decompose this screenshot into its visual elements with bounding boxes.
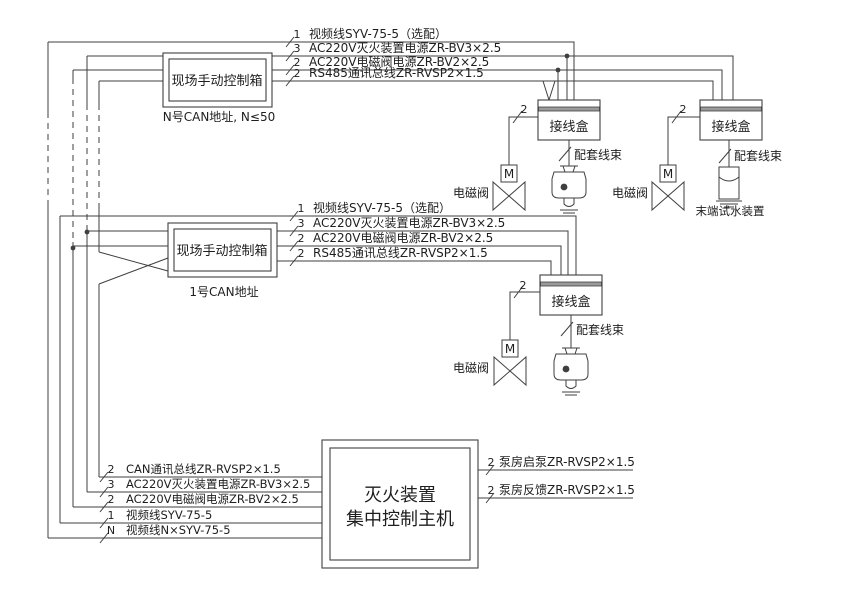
junction-dot: [555, 67, 561, 73]
wire-label: AC220V电磁阀电源ZR-BV2×2.5: [126, 492, 299, 506]
solenoid-valve-label-2: 电磁阀: [612, 185, 648, 200]
junction-box-1-label: 接线盒: [549, 119, 588, 135]
wire-label: AC220V灭火装置电源ZR-BV3×2.5: [313, 216, 505, 230]
wire-count: 3: [298, 217, 305, 230]
wire-label: RS485通讯总线ZR-RVSP2×1.5: [309, 66, 484, 80]
junction-box-3-label: 接线盒: [551, 294, 590, 310]
wire-count: 2: [108, 493, 115, 506]
main-controller-title-2: 集中控制主机: [346, 509, 454, 530]
junction-box-2-label: 接线盒: [711, 119, 750, 135]
main-right-labels: 2 泵房启泵ZR-RVSP2×1.5 2 泵房反馈ZR-RVSP2×1.5: [488, 454, 635, 497]
wire-count: 2: [298, 247, 305, 260]
wire-label: CAN通讯总线ZR-RVSP2×1.5: [126, 462, 281, 476]
wire-count: 2: [294, 67, 301, 80]
junction-box-3: 接线盒: [539, 274, 603, 316]
motor-letter: M: [504, 167, 514, 181]
wire-count: 2: [294, 56, 301, 69]
solenoid-valve-label-3: 电磁阀: [453, 360, 489, 375]
harness-label-3: 配套线束: [576, 323, 624, 337]
wire-count: 2: [488, 484, 495, 497]
motor-letter: M: [663, 167, 673, 181]
wire-label: AC220V电磁阀电源ZR-BV2×2.5: [313, 230, 493, 245]
junction-box-2: 接线盒: [699, 99, 763, 141]
branch-count-jb1: 2: [521, 103, 528, 116]
wire-label: 视频线SYV-75-5（选配）: [309, 26, 447, 41]
wire-label: 视频线SYV-75-5: [126, 508, 212, 522]
solenoid-valve-icon-2: M: [651, 164, 685, 211]
harness-label-2: 配套线束: [734, 149, 782, 163]
wire-count: 1: [298, 202, 305, 215]
junction-dot: [564, 53, 570, 59]
wire-label: 视频线N×SYV-75-5: [126, 523, 231, 537]
control-box-top-title: 现场手动控制箱: [171, 73, 262, 89]
main-controller-title-1: 灭火装置: [364, 485, 436, 506]
main-left-labels: 2 CAN通讯总线ZR-RVSP2×1.5 3 AC220V灭火装置电源ZR-B…: [107, 462, 310, 537]
wire-count: N: [107, 524, 115, 537]
main-controller-box: 灭火装置 集中控制主机: [321, 439, 479, 569]
wire-count: 1: [108, 509, 115, 522]
bus-vertical-lines: [47, 42, 100, 538]
water-cannon-icon-2: [553, 347, 589, 396]
top-run-labels: 1 视频线SYV-75-5（选配） 3 AC220V灭火装置电源ZR-BV3×2…: [294, 26, 502, 80]
wire-count: 3: [108, 478, 115, 491]
middle-run-wires: [60, 215, 577, 285]
junction-dot: [84, 229, 90, 235]
wire-count: 2: [108, 463, 115, 476]
end-test-device-label: 末端试水装置: [696, 204, 765, 218]
wire-label: 泵房启泵ZR-RVSP2×1.5: [499, 454, 635, 469]
bus-vertical-dashed-lines: [47, 78, 100, 242]
wire-label: RS485通讯总线ZR-RVSP2×1.5: [313, 246, 488, 260]
wire-label: AC220V灭火装置电源ZR-BV3×2.5: [126, 477, 310, 491]
control-box-top: 现场手动控制箱: [162, 52, 273, 108]
wire-count: 3: [294, 42, 301, 55]
wire-count-slashes: [99, 36, 732, 544]
main-left-wires: [48, 476, 322, 539]
main-right-wires: [478, 469, 633, 499]
control-box-middle-address: 1号CAN地址: [189, 285, 258, 299]
wire-count: 1: [294, 28, 301, 41]
solenoid-valve-icon-1: M: [492, 164, 526, 211]
motor-letter: M: [505, 342, 515, 356]
wire-count: 2: [488, 456, 495, 469]
end-test-device-icon: [715, 166, 743, 208]
solenoid-valve-icon-3: M: [493, 339, 527, 386]
harness-wires: [568, 140, 730, 348]
valve-branch-wires: [508, 116, 700, 340]
wire-label: AC220V灭火装置电源ZR-BV3×2.5: [309, 41, 501, 55]
wire-label: 视频线SYV-75-5（选配）: [313, 200, 451, 215]
water-cannon-icon-1: [551, 165, 587, 214]
wire-count: 2: [298, 232, 305, 245]
wire-label: AC220V电磁阀电源ZR-BV2×2.5: [309, 54, 489, 69]
harness-label-1: 配套线束: [574, 148, 622, 162]
control-box-top-address: N号CAN地址, N≤50: [163, 110, 275, 124]
wire-label: 泵房反馈ZR-RVSP2×1.5: [499, 482, 635, 497]
junction-box-1: 接线盒: [537, 99, 601, 141]
control-box-middle-title: 现场手动控制箱: [176, 243, 267, 259]
branch-count-jb2: 2: [680, 103, 687, 116]
solenoid-valve-label-1: 电磁阀: [453, 185, 489, 200]
top-run-wires: [48, 41, 734, 101]
branch-count-jb3: 2: [520, 279, 527, 292]
junction-dot: [70, 245, 76, 251]
middle-run-labels: 1 视频线SYV-75-5（选配） 3 AC220V灭火装置电源ZR-BV3×2…: [298, 200, 506, 260]
control-box-middle: 现场手动控制箱: [167, 222, 278, 278]
